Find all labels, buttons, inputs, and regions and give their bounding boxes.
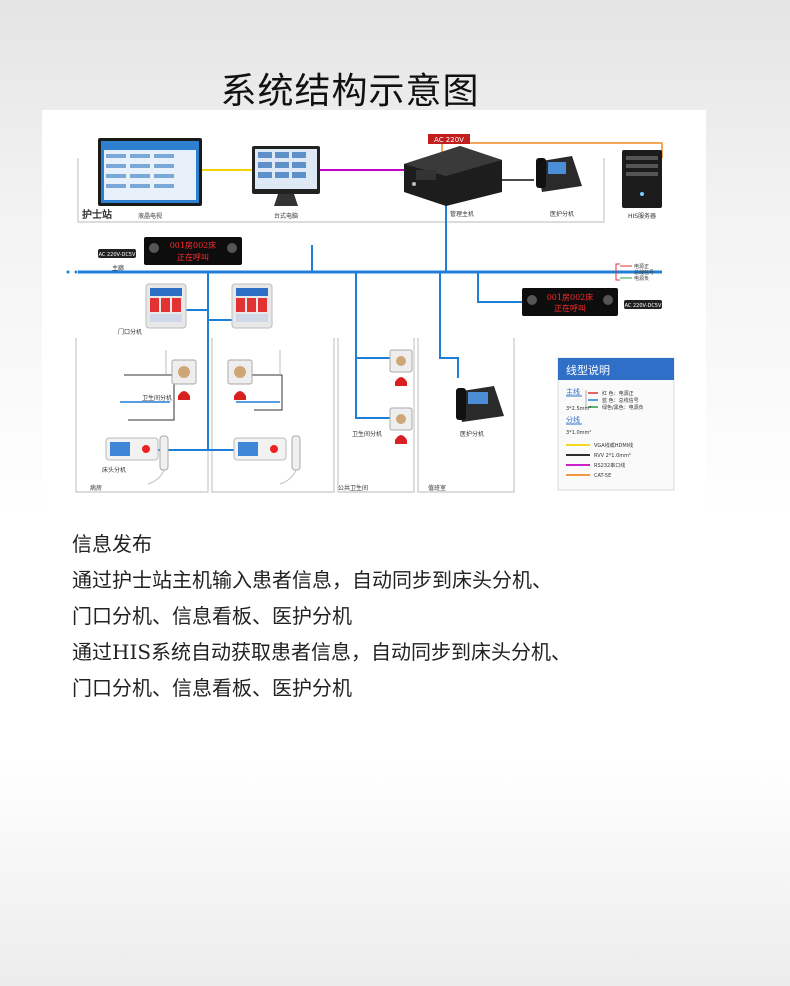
power-adapter-right: AC 220V-DC5V (624, 300, 662, 309)
public-bath-extension-1 (389, 349, 413, 386)
public-bath-ext-label: 卫生间分机 (352, 430, 382, 438)
nurse-station-zone (77, 158, 605, 223)
legend-branch-line: 分线 (566, 415, 580, 424)
legend-branch-spec: 3*1.0mm² (566, 430, 591, 436)
zone-outlines (75, 158, 605, 493)
bath-extension-2 (227, 359, 253, 400)
nurse-station-label: 护士站 (82, 208, 112, 221)
wire-label-power-neg: 电源负 (634, 275, 649, 282)
legend-title: 线型说明 (566, 363, 610, 377)
legend-main-spec: 3*2.5mm² (566, 406, 591, 412)
cat5e-line (441, 142, 663, 158)
desktop-pc (252, 146, 320, 206)
body-line-1: 通过护士站主机输入患者信息，自动同步到床头分机、 (72, 568, 552, 592)
his-server (622, 150, 662, 208)
body-line-4: 门口分机、信息看板、医护分机 (72, 676, 352, 700)
lcd-tv-label: 液晶电视 (138, 212, 162, 220)
section-heading: 信息发布 (72, 532, 152, 556)
lcd-tv (98, 138, 202, 206)
his-server-label: HIS服务器 (628, 212, 656, 220)
bedside-extension-1 (105, 435, 169, 485)
public-bath-zone (337, 338, 415, 493)
management-host-label: 管理主机 (450, 210, 474, 218)
page-title: 系统结构示意图 (220, 71, 480, 112)
led-display-top: 001房002床 正在呼叫 (144, 237, 242, 265)
power-tag-top: AC 220V-DC5V (99, 252, 136, 258)
body-line-3: 通过HIS系统自动获取患者信息，自动同步到床头分机、 (72, 640, 572, 664)
bedside-extension-2 (233, 435, 301, 485)
public-bath-extension-2 (389, 407, 413, 444)
legend-cable-cat5e: CAT-5E (594, 473, 611, 479)
legend-main-item-1: 红 色：电源正 (602, 390, 634, 397)
bedside-ext-label: 床头分机 (102, 466, 126, 474)
door-extension-1 (145, 283, 187, 329)
body-line-2: 门口分机、信息看板、医护分机 (72, 604, 352, 628)
led-text-1: 001房002床 (170, 240, 217, 250)
connection-lines (78, 142, 663, 451)
ip-phone-top (536, 156, 582, 192)
ward-zone-2 (211, 338, 335, 493)
main-line-label: 主廊 (112, 264, 124, 272)
legend-cable-rs232: RS232串口线 (594, 462, 625, 469)
desktop-pc-label: 台式电脑 (274, 212, 298, 220)
legend-main-item-3: 绿色/黑色：电源负 (602, 404, 644, 411)
management-host: AC 220V (404, 134, 502, 206)
wire-label-power-pos: 电源正 (634, 263, 649, 270)
info-release-section: 信息发布 通过护士站主机输入患者信息，自动同步到床头分机、 门口分机、信息看板、… (72, 526, 772, 706)
door-ext-label: 门口分机 (118, 328, 142, 336)
door-extension-2 (231, 283, 273, 329)
led-text-4: 正在呼叫 (554, 303, 586, 313)
duty-room-label: 值班室 (428, 484, 446, 492)
wire-label-bus-signal: 总线信号 (634, 269, 654, 276)
ac-220v-label: AC 220V (434, 136, 464, 144)
legend: 线型说明 主线 红 色：电源正 蓝 色：总线信号 绿色/黑色：电源负 3*2.5… (557, 357, 675, 491)
duty-room-zone (417, 338, 515, 493)
legend-main-line: 主线 (566, 387, 580, 396)
ward-label: 病房 (90, 484, 102, 492)
legend-main-item-2: 蓝 色：总线信号 (602, 397, 639, 404)
legend-cable-rvv: RVV 2*1.0mm² (594, 453, 631, 459)
bath-ext-label: 卫生间分机 (142, 394, 172, 402)
ip-phone-duty (456, 386, 504, 422)
legend-cable-vga: VGA线或HDMI线 (594, 442, 633, 449)
power-tag-right: AC 220V-DC5V (625, 303, 662, 309)
led-text-3: 001房002床 (547, 292, 594, 302)
system-structure-diagram: AC 220V 001房002床 正在呼叫 AC 220V-DC5V 001房0… (42, 110, 706, 528)
medical-ext-top-label: 医护分机 (550, 210, 574, 218)
bath-extension-1 (171, 359, 197, 400)
public-bath-label: 公共卫生间 (338, 484, 368, 492)
power-adapter-top: AC 220V-DC5V (98, 249, 136, 258)
led-text-2: 正在呼叫 (177, 252, 209, 262)
medical-ext-duty-label: 医护分机 (460, 430, 484, 438)
led-display-right: 001房002床 正在呼叫 (522, 288, 618, 316)
